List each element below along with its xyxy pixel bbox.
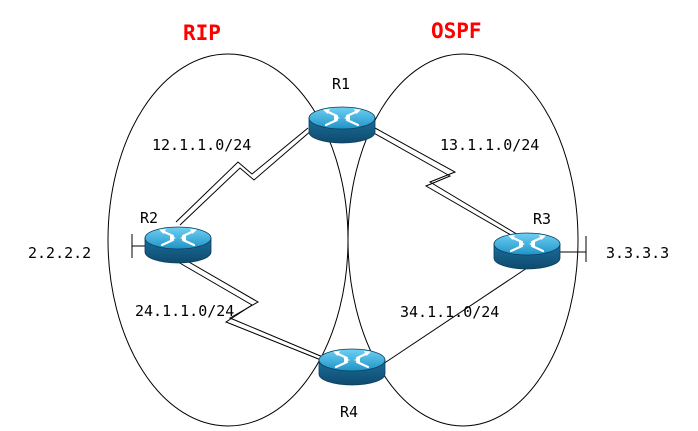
serial-link-r2-r4-edge	[177, 261, 327, 363]
serial-link-r1-r2-edge	[175, 127, 309, 223]
loopback-label-r2: 2.2.2.2	[28, 244, 91, 262]
subnet-label-r1-r3: 13.1.1.0/24	[440, 136, 539, 154]
subnet-label-r2-r4: 24.1.1.0/24	[135, 302, 234, 320]
router-r4-label: R4	[340, 403, 358, 421]
router-r3-icon	[492, 231, 562, 271]
serial-link-r1-r3	[374, 127, 521, 237]
link-r3-r4	[382, 267, 528, 365]
serial-link-r1-r3-edge	[371, 131, 517, 239]
router-r4-icon	[317, 347, 387, 387]
subnet-label-r3-r4: 34.1.1.0/24	[400, 303, 499, 321]
serial-link-r1-r2	[179, 129, 313, 226]
rip-area-boundary	[107, 53, 349, 427]
rip-area-title: RIP	[183, 21, 221, 45]
router-r2-icon	[143, 225, 213, 265]
router-r1-label: R1	[332, 75, 350, 93]
ospf-area-title: OSPF	[431, 19, 482, 43]
router-r2-label: R2	[140, 209, 158, 227]
router-r3-label: R3	[533, 210, 551, 228]
subnet-label-r1-r2: 12.1.1.0/24	[152, 136, 251, 154]
router-r1-icon	[307, 105, 377, 145]
ospf-area-boundary	[347, 53, 579, 427]
loopback-label-r3: 3.3.3.3	[606, 244, 669, 262]
